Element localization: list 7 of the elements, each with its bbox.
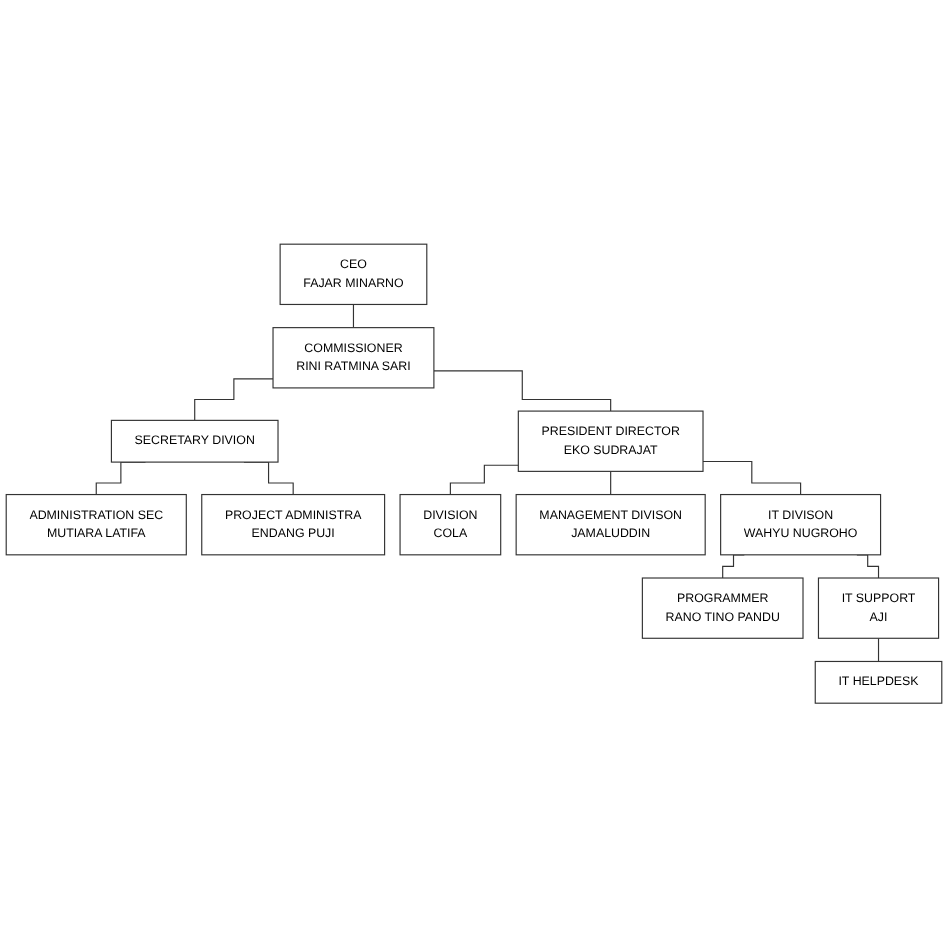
connector	[433, 370, 612, 412]
connector	[610, 471, 612, 496]
connector	[702, 461, 802, 496]
connector	[352, 304, 355, 329]
connector	[194, 378, 274, 422]
connector	[449, 465, 519, 496]
connector	[877, 638, 880, 663]
